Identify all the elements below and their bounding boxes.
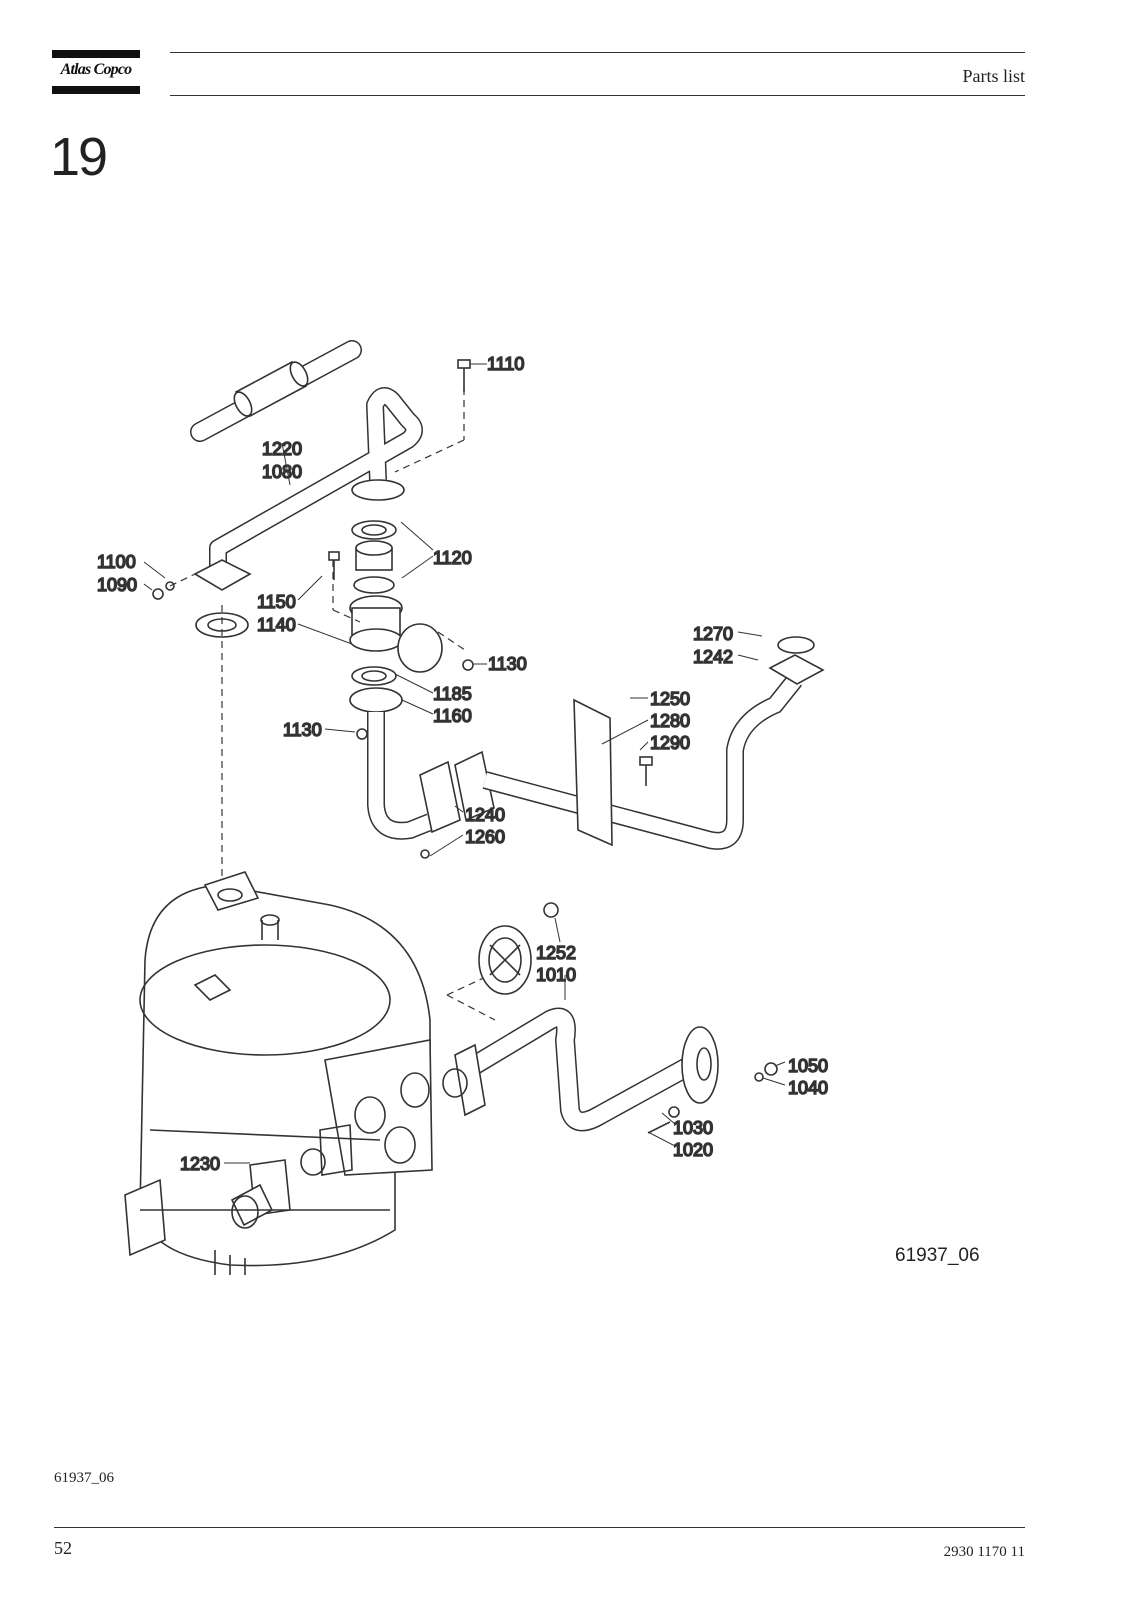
section-number: 19 <box>50 127 108 187</box>
callout-1260: 1260 <box>465 827 505 847</box>
callout-1250: 1250 <box>650 689 690 709</box>
footer-figure-ref: 61937_06 <box>54 1470 114 1486</box>
callout-1242: 1242 <box>693 647 733 667</box>
flange-stack <box>349 479 443 713</box>
sleeve-pipe <box>190 340 362 442</box>
callout-1220: 1220 <box>262 439 302 459</box>
logo-bar-top <box>52 50 140 58</box>
atlas-copco-logo: Atlas Copco <box>52 50 140 94</box>
callout-1150: 1150 <box>257 592 296 612</box>
callout-1130-b: 1130 <box>283 720 322 740</box>
callout-labels: 1110 1220 1080 1100 1090 1120 1150 1140 … <box>96 353 829 1175</box>
figure-id: 61937_06 <box>895 1245 980 1266</box>
callout-1040: 1040 <box>788 1078 828 1098</box>
callout-1090: 1090 <box>97 575 137 595</box>
callout-1185: 1185 <box>433 684 472 704</box>
callout-1230: 1230 <box>180 1154 220 1174</box>
callout-1010: 1010 <box>536 965 576 985</box>
callout-1240: 1240 <box>465 805 505 825</box>
right-pipe <box>482 636 825 850</box>
upper-pipe <box>209 387 423 568</box>
housing <box>124 871 433 1275</box>
callout-1110: 1110 <box>487 354 524 374</box>
elbow-pipe <box>367 712 495 840</box>
bolts <box>328 359 778 1134</box>
header-title: Parts list <box>962 66 1025 86</box>
callout-1252: 1252 <box>536 943 576 963</box>
header-rule-top <box>170 52 1025 53</box>
callout-1290: 1290 <box>650 733 690 753</box>
callout-1130-a: 1130 <box>488 654 527 674</box>
footer-rule <box>54 1527 1025 1528</box>
callout-1030: 1030 <box>673 1118 713 1138</box>
callout-1160: 1160 <box>433 706 472 726</box>
callout-1050: 1050 <box>788 1056 828 1076</box>
logo-wordmark: Atlas Copco <box>60 61 133 78</box>
callout-1120: 1120 <box>433 548 472 568</box>
callout-1270: 1270 <box>693 624 733 644</box>
lower-pipe <box>442 1007 719 1132</box>
cover-fitting <box>478 925 532 995</box>
logo-bar-bottom <box>52 86 140 94</box>
page-number: 52 <box>54 1538 72 1558</box>
callout-1140: 1140 <box>257 615 296 635</box>
callout-1080: 1080 <box>262 462 302 482</box>
left-flange <box>152 559 252 638</box>
leader-lines <box>143 363 786 1164</box>
document-number: 2930 1170 11 <box>943 1544 1025 1560</box>
callout-1100: 1100 <box>97 552 136 572</box>
callout-1280: 1280 <box>650 711 690 731</box>
exploded-parts-drawing: 1110 1220 1080 1100 1090 1120 1150 1140 … <box>96 340 829 1275</box>
callout-1020: 1020 <box>673 1140 713 1160</box>
header-rule-bottom <box>170 95 1025 96</box>
